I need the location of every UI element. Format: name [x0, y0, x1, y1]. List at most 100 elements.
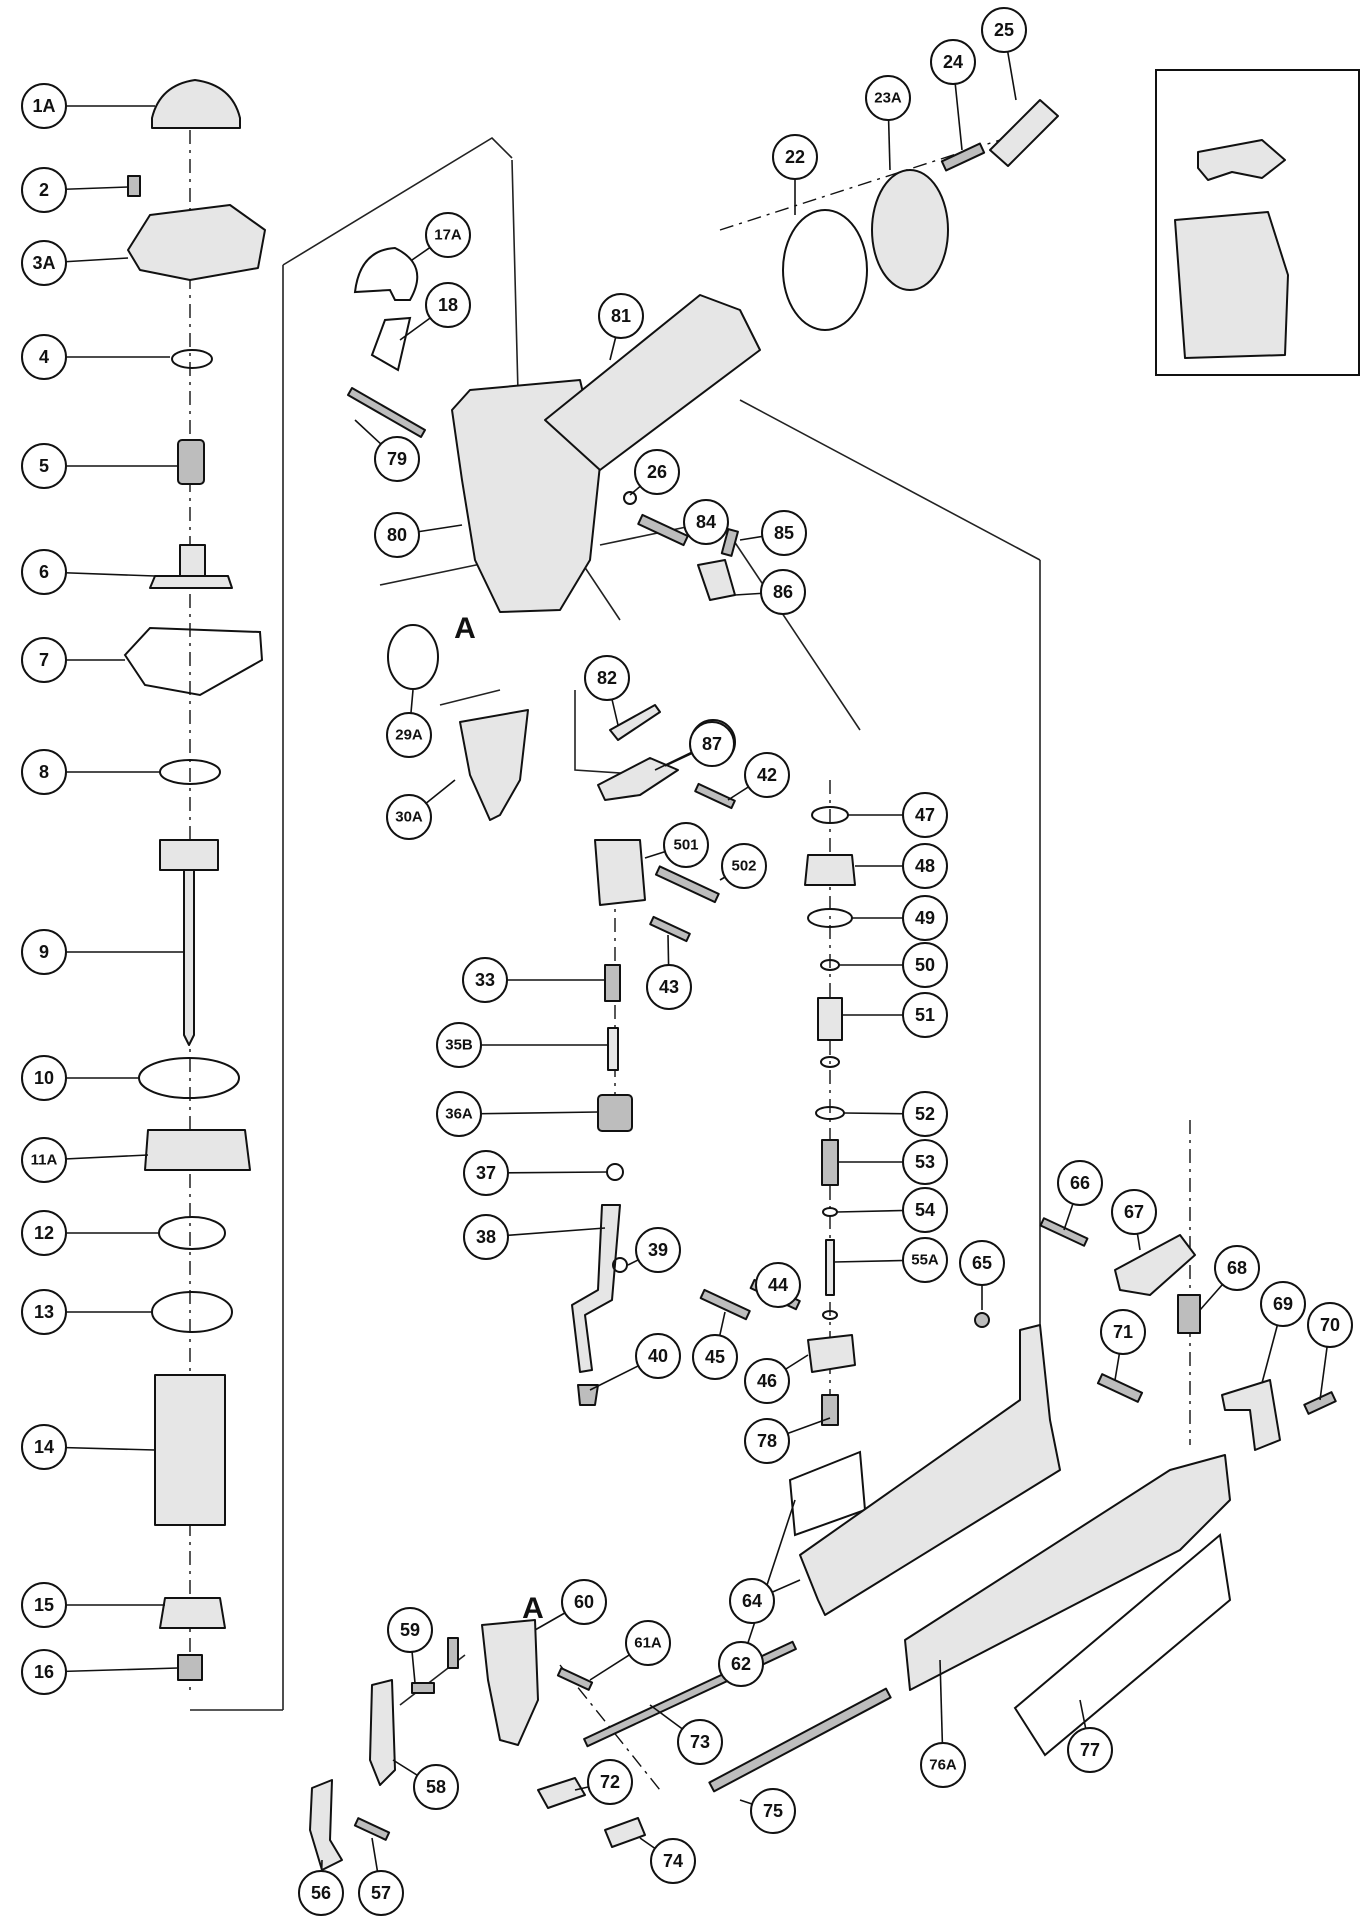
part-56-latch-lever [309, 1779, 343, 1871]
part-23a-end-cap [871, 169, 949, 291]
callout-75: 75 [750, 1788, 796, 1834]
callout-circle [21, 1289, 67, 1335]
part-70-screw [1096, 1373, 1144, 1403]
callout-circle [625, 1620, 671, 1666]
part-18-seal [370, 316, 412, 372]
callout-circle [21, 749, 67, 795]
part-71-pusher [537, 1777, 586, 1809]
part-48-valve-bushing [804, 854, 856, 886]
callout-label: 23A [874, 90, 902, 107]
callout-55a: 55A [902, 1237, 948, 1283]
part-77-spring [821, 1394, 839, 1426]
callout-label: 71 [1113, 1322, 1133, 1342]
callout-label: 84 [696, 512, 716, 532]
callout-circle [902, 1139, 948, 1185]
callout-11a: 11A [21, 1137, 67, 1183]
callout-label: 45 [705, 1347, 725, 1367]
callout-circle [462, 957, 508, 1003]
callout-68: 68 [1214, 1245, 1260, 1291]
part-33-spring [604, 964, 621, 1002]
part-80-grip [544, 294, 761, 471]
part-9-piston [159, 839, 219, 1046]
callout-label: 59 [400, 1620, 420, 1640]
callout-85: 85 [761, 510, 807, 556]
part-12-ring [158, 1216, 226, 1250]
part-54-ring-upper [822, 1207, 838, 1217]
part-17a-seal [353, 246, 419, 301]
callout-64: 64 [729, 1578, 775, 1624]
callout-circle [1111, 1189, 1157, 1235]
callout-circle [981, 7, 1027, 53]
callout-circle [587, 1759, 633, 1805]
callout-circle [21, 443, 67, 489]
reference-mark-a-nose: A [522, 1592, 544, 1625]
callout-circle [692, 1334, 738, 1380]
callout-label: 86 [773, 582, 793, 602]
callout-82: 82 [584, 655, 630, 701]
callout-circle [729, 1578, 775, 1624]
callout-circle [298, 1870, 344, 1916]
callout-53: 53 [902, 1139, 948, 1185]
part-37-washer [606, 1163, 624, 1181]
part-39-clip [612, 1257, 628, 1273]
callout-label: 502 [731, 858, 756, 875]
part-40-tip [577, 1384, 599, 1406]
callout-label: 50 [915, 955, 935, 975]
callout-circle [21, 549, 67, 595]
callout-15: 15 [21, 1582, 67, 1628]
part-502-case [1174, 211, 1289, 359]
callout-59: 59 [387, 1607, 433, 1653]
part-75-pusher-rail [904, 1454, 1231, 1691]
callout-label: 22 [785, 147, 805, 167]
callout-22: 22 [772, 134, 818, 180]
callout-18: 18 [425, 282, 471, 328]
callout-47: 47 [902, 792, 948, 838]
callout-circle [598, 293, 644, 339]
callout-label: 75 [763, 1801, 783, 1821]
part-38-contact-arm [571, 1204, 621, 1373]
callout-81: 81 [598, 293, 644, 339]
part-51-valve [817, 997, 843, 1041]
part-69-screw [1303, 1391, 1337, 1415]
callout-circle [21, 1210, 67, 1256]
part-14-cylinder [154, 1374, 226, 1526]
callout-71: 71 [1100, 1309, 1146, 1355]
callout-45: 45 [692, 1334, 738, 1380]
callout-circle [683, 499, 729, 545]
callout-label: 29A [395, 727, 423, 744]
callout-circle [677, 1719, 723, 1765]
callout-16: 16 [21, 1649, 67, 1695]
callout-label: 30A [395, 809, 423, 826]
callout-label: 78 [757, 1431, 777, 1451]
callout-label: 51 [915, 1005, 935, 1025]
callout-label: 54 [915, 1200, 935, 1220]
callout-2: 2 [21, 167, 67, 213]
callout-label: 37 [476, 1163, 496, 1183]
callout-37: 37 [463, 1150, 509, 1196]
callout-circle [1214, 1245, 1260, 1291]
part-54-ring-lower [822, 1310, 838, 1320]
callout-circle [635, 1227, 681, 1273]
callout-6: 6 [21, 549, 67, 595]
callout-circle [21, 83, 67, 129]
part-87-pin [654, 865, 720, 904]
callout-4: 4 [21, 334, 67, 380]
accessories-inset [1155, 69, 1360, 376]
callout-label: 16 [34, 1662, 54, 1682]
callout-14: 14 [21, 1424, 67, 1470]
callout-62: 62 [718, 1641, 764, 1687]
callout-26: 26 [634, 449, 680, 495]
callout-circle [436, 1091, 482, 1137]
part-24-screw-nose [447, 1637, 459, 1669]
left-column-parts [123, 79, 266, 1681]
callout-29a: 29A [386, 712, 432, 758]
callout-72: 72 [587, 1759, 633, 1805]
callout-label: 74 [663, 1851, 683, 1871]
callout-circle [21, 1055, 67, 1101]
callout-label: 72 [600, 1772, 620, 1792]
callout-1a: 1A [21, 83, 67, 129]
callout-86: 86 [760, 569, 806, 615]
callout-label: 79 [387, 449, 407, 469]
callout-label: 48 [915, 856, 935, 876]
